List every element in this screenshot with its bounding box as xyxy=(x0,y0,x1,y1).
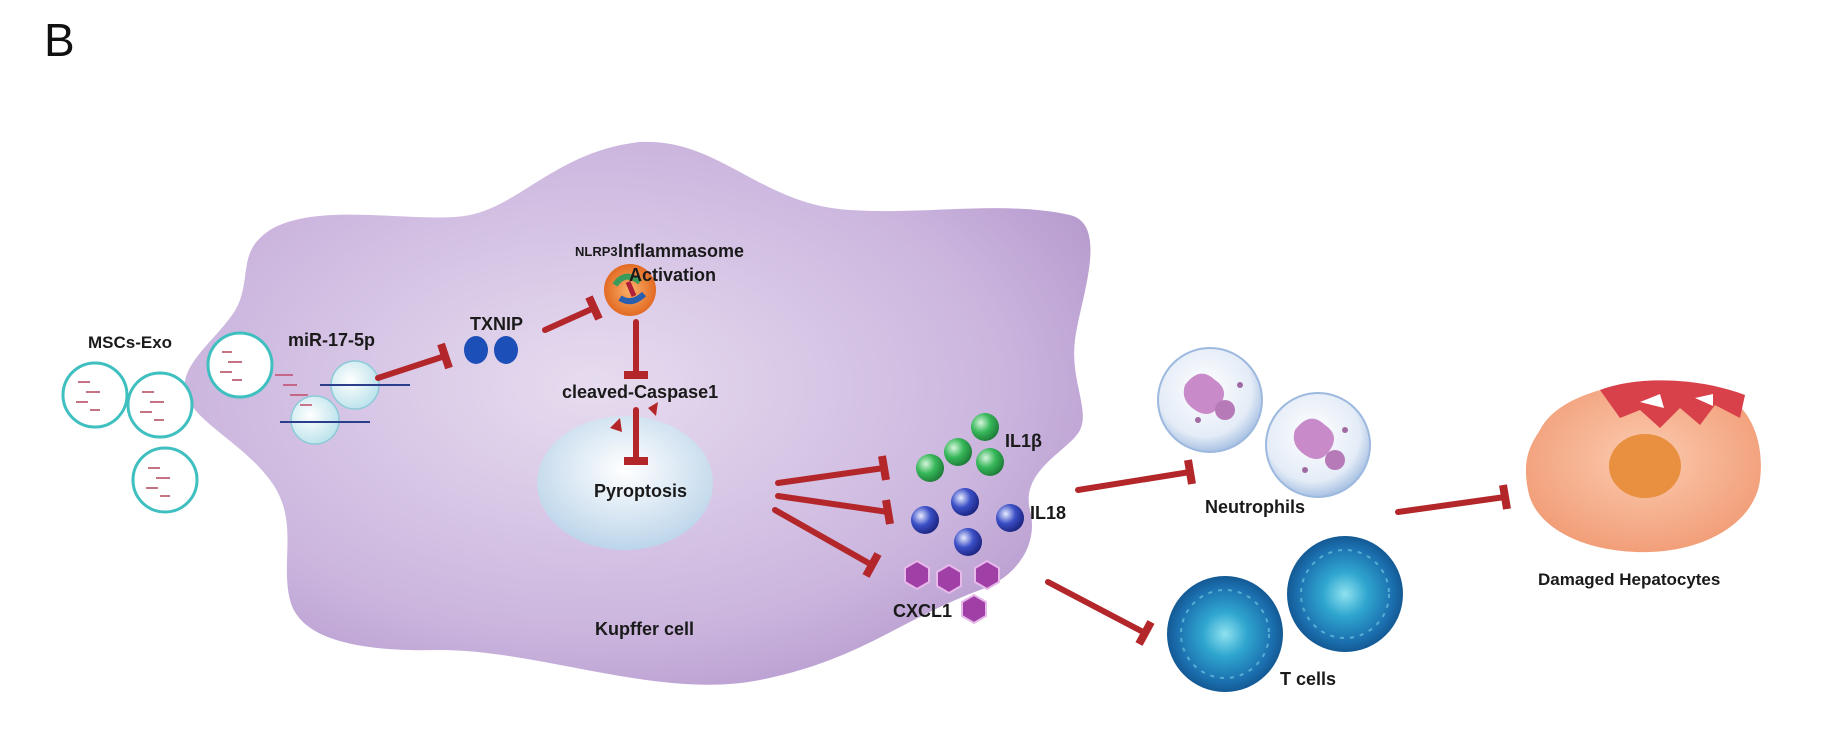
neutrophil-2 xyxy=(1265,392,1371,498)
cxcl1-cluster xyxy=(904,559,1000,625)
inhibit-txnip-nlrp3 xyxy=(542,305,597,333)
txnip-protein-2 xyxy=(494,336,518,364)
hepatocytes-label: Damaged Hepatocytes xyxy=(1538,570,1720,589)
txnip-label: TXNIP xyxy=(470,314,523,334)
inhibit-bar-cxcl1 xyxy=(862,552,882,578)
mscs-exo-label: MSCs-Exo xyxy=(88,333,172,352)
inhibit-bar-il18 xyxy=(882,499,894,525)
il18-label: IL18 xyxy=(1030,503,1066,523)
pyroptosis-label: Pyroptosis xyxy=(594,481,687,501)
cxcl1-label: CXCL1 xyxy=(893,601,952,621)
inhibit-bar-tcells xyxy=(1135,620,1155,646)
mirna-label: miR-17-5p xyxy=(288,330,375,350)
nlrp3-label: NLRP3 xyxy=(575,244,618,259)
tcells-label: T cells xyxy=(1280,669,1336,689)
tcell-1 xyxy=(1167,576,1283,692)
inhibit-neutrophils-hepatocytes xyxy=(1395,494,1508,515)
inhibit-pyroptosis-cxcl1 xyxy=(772,507,875,568)
txnip-protein-1 xyxy=(464,336,488,364)
mirna-vesicles xyxy=(275,360,410,445)
activation-label: Activation xyxy=(629,265,716,285)
inhibit-bar-il1b xyxy=(878,455,890,481)
damaged-hepatocyte xyxy=(1525,380,1761,553)
inhibit-pyroptosis-il1b xyxy=(775,465,887,486)
exosome-1 xyxy=(206,331,274,399)
inhibit-bar-hepatocytes xyxy=(1499,484,1511,510)
il1b-cluster xyxy=(916,413,1004,482)
exosome-2 xyxy=(126,371,194,439)
kupffer-cell-label: Kupffer cell xyxy=(595,619,694,639)
neutrophils-label: Neutrophils xyxy=(1205,497,1305,517)
exosome-3 xyxy=(61,361,129,429)
pyroptosis-fragment-1 xyxy=(610,418,622,432)
inhibit-cxcl1-tcells xyxy=(1045,579,1148,636)
inhibit-bar-neutrophils xyxy=(1184,459,1196,485)
caspase-label: cleaved-Caspase1 xyxy=(562,382,718,402)
inhibit-pyroptosis-il18 xyxy=(775,493,891,515)
exosome-group xyxy=(61,331,274,514)
inhibit-il-neutrophils xyxy=(1075,469,1193,493)
exosome-4 xyxy=(131,446,199,514)
inhibit-mirna-txnip xyxy=(375,353,448,381)
inhibit-bar-nlrp3 xyxy=(585,295,603,321)
il18-cluster xyxy=(911,488,1024,556)
panel-label: B xyxy=(44,14,75,66)
inhibit-bar-txnip xyxy=(437,342,453,370)
neutrophil-1 xyxy=(1157,347,1263,453)
tcell-2 xyxy=(1287,536,1403,652)
pyroptosis-fragment-2 xyxy=(648,402,658,416)
pyroptosis-vesicle xyxy=(537,416,713,550)
inflammasome-label: Inflammasome xyxy=(618,241,744,261)
il1b-label: IL1β xyxy=(1005,431,1042,451)
